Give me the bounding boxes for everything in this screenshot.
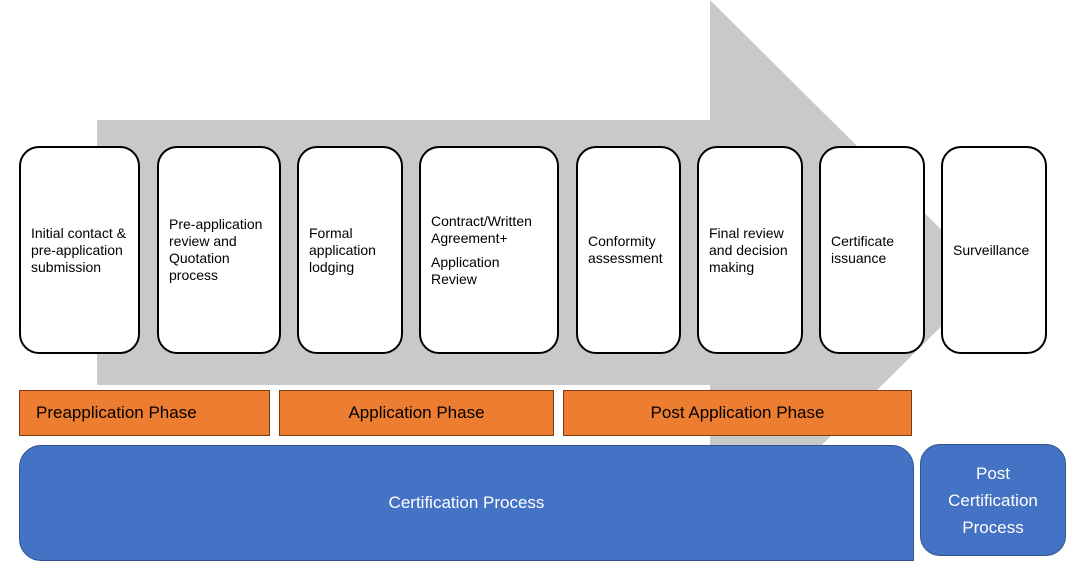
step-conformity-assessment: Conformity assessment: [576, 146, 681, 354]
step-contract-agreement-label: Contract/Written Agreement+: [431, 212, 532, 246]
step-formal-application: Formal application lodging: [297, 146, 403, 354]
step-initial-contact-label: Initial contact & pre-application submis…: [31, 224, 126, 275]
certification-process-bar: Certification Process: [19, 445, 914, 561]
phase-application-label: Application Phase: [348, 403, 485, 422]
step-pre-application-review-label: Pre-application review and Quotation pro…: [169, 216, 263, 283]
phase-post-application-label: Post Application Phase: [650, 403, 825, 422]
phase-post-application: Post Application Phase: [563, 390, 912, 436]
step-certificate-issuance: Certificate issuance: [819, 146, 925, 354]
phase-preapplication-label: Preapplication Phase: [36, 403, 197, 422]
step-final-review-label: Final review and decision making: [709, 224, 788, 275]
step-pre-application-review: Pre-application review and Quotation pro…: [157, 146, 281, 354]
certification-process-label: Certification Process: [388, 493, 545, 512]
phase-application: Application Phase: [279, 390, 554, 436]
step-initial-contact: Initial contact & pre-application submis…: [19, 146, 140, 354]
post-certification-process-label: Post Certification Process: [948, 463, 1038, 537]
step-conformity-assessment-label: Conformity assessment: [588, 233, 663, 266]
phase-preapplication: Preapplication Phase: [19, 390, 270, 436]
step-formal-application-label: Formal application lodging: [309, 224, 376, 275]
step-surveillance-label: Surveillance: [953, 241, 1030, 258]
step-final-review: Final review and decision making: [697, 146, 803, 354]
step-contract-agreement: Contract/Written Agreement+ Application …: [419, 146, 559, 354]
step-surveillance: Surveillance: [941, 146, 1047, 354]
step-certificate-issuance-label: Certificate issuance: [831, 233, 895, 266]
step-application-review-label: Application Review: [431, 253, 500, 287]
post-certification-process-box: Post Certification Process: [920, 444, 1066, 556]
